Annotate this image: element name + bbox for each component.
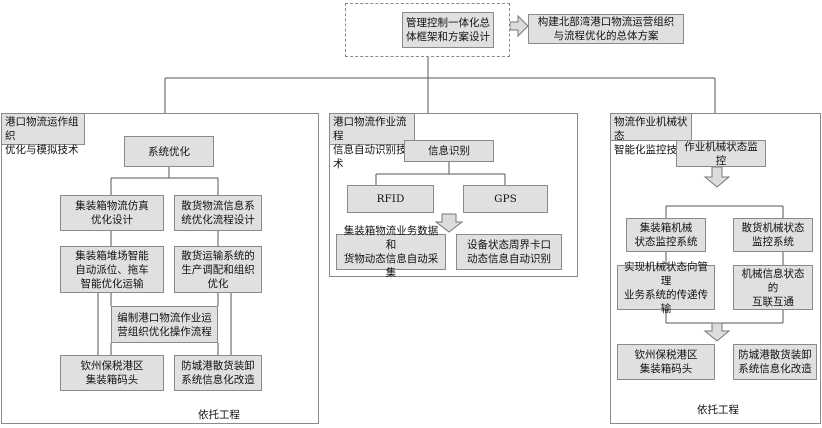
- container-machine-monitor-box: 集装箱机械 状态监控系统: [626, 218, 706, 252]
- fangcheng-terminal-box-left: 防城港散货装卸 系统信息化改造: [174, 355, 262, 391]
- rely-project-label-right: 依托工程: [697, 404, 739, 416]
- device-status-box: 设备状态周界卡口 动态信息自动识别: [456, 234, 562, 270]
- bulk-transport-box: 散货运输系统的 生产调配和组织 优化: [174, 246, 262, 293]
- rfid-box: RFID: [347, 185, 434, 213]
- yard-intelligent-box: 集装箱堆场智能 自动派位、拖车 智能优化运输: [60, 246, 164, 293]
- right-section-frame: [610, 113, 821, 424]
- gps-box: GPS: [463, 185, 548, 213]
- right-section-title: 物流作业机械状态 智能化监控技术: [610, 113, 692, 156]
- interconnect-box: 机械信息状态的 互联互通: [733, 265, 813, 310]
- info-recognition-box: 信息识别: [404, 140, 494, 162]
- fangcheng-terminal-box-right: 防城港散货装卸 系统信息化改造: [733, 344, 817, 380]
- rely-project-label-left: 依托工程: [198, 409, 240, 421]
- qinzhou-terminal-box-right: 钦州保税港区 集装箱码头: [617, 344, 715, 380]
- machine-monitor-box: 作业机械状态监控: [676, 140, 766, 167]
- state-transfer-box: 实现机械状态向管理 业务系统的传递传输: [617, 261, 715, 315]
- business-data-box: 集装箱物流业务数据和 货物动态信息自动采集: [336, 225, 446, 279]
- middle-section-frame: [329, 113, 578, 277]
- overall-goal-box: 构建北部湾港口物流运营组织 与流程优化的总体方案: [528, 14, 684, 44]
- left-section-frame: [1, 113, 319, 424]
- overall-framework-box: 管理控制一体化总 体框架和方案设计: [402, 12, 494, 48]
- middle-section-title: 港口物流作业流程 信息自动识别技术: [329, 113, 415, 170]
- bulk-info-system-box: 散货物流信息系 统优化流程设计: [174, 195, 262, 231]
- bulk-machine-monitor-box: 散货机械状态 监控系统: [733, 218, 813, 252]
- system-optimization-box: 系统优化: [124, 136, 214, 167]
- left-section-title: 港口物流运作组织 优化与模拟技术: [1, 113, 85, 156]
- container-simulation-box: 集装箱物流仿真 优化设计: [60, 195, 164, 231]
- compile-process-box: 编制港口物流作业运 营组织优化操作流程: [111, 306, 218, 343]
- qinzhou-terminal-box-left: 钦州保税港区 集装箱码头: [60, 355, 164, 391]
